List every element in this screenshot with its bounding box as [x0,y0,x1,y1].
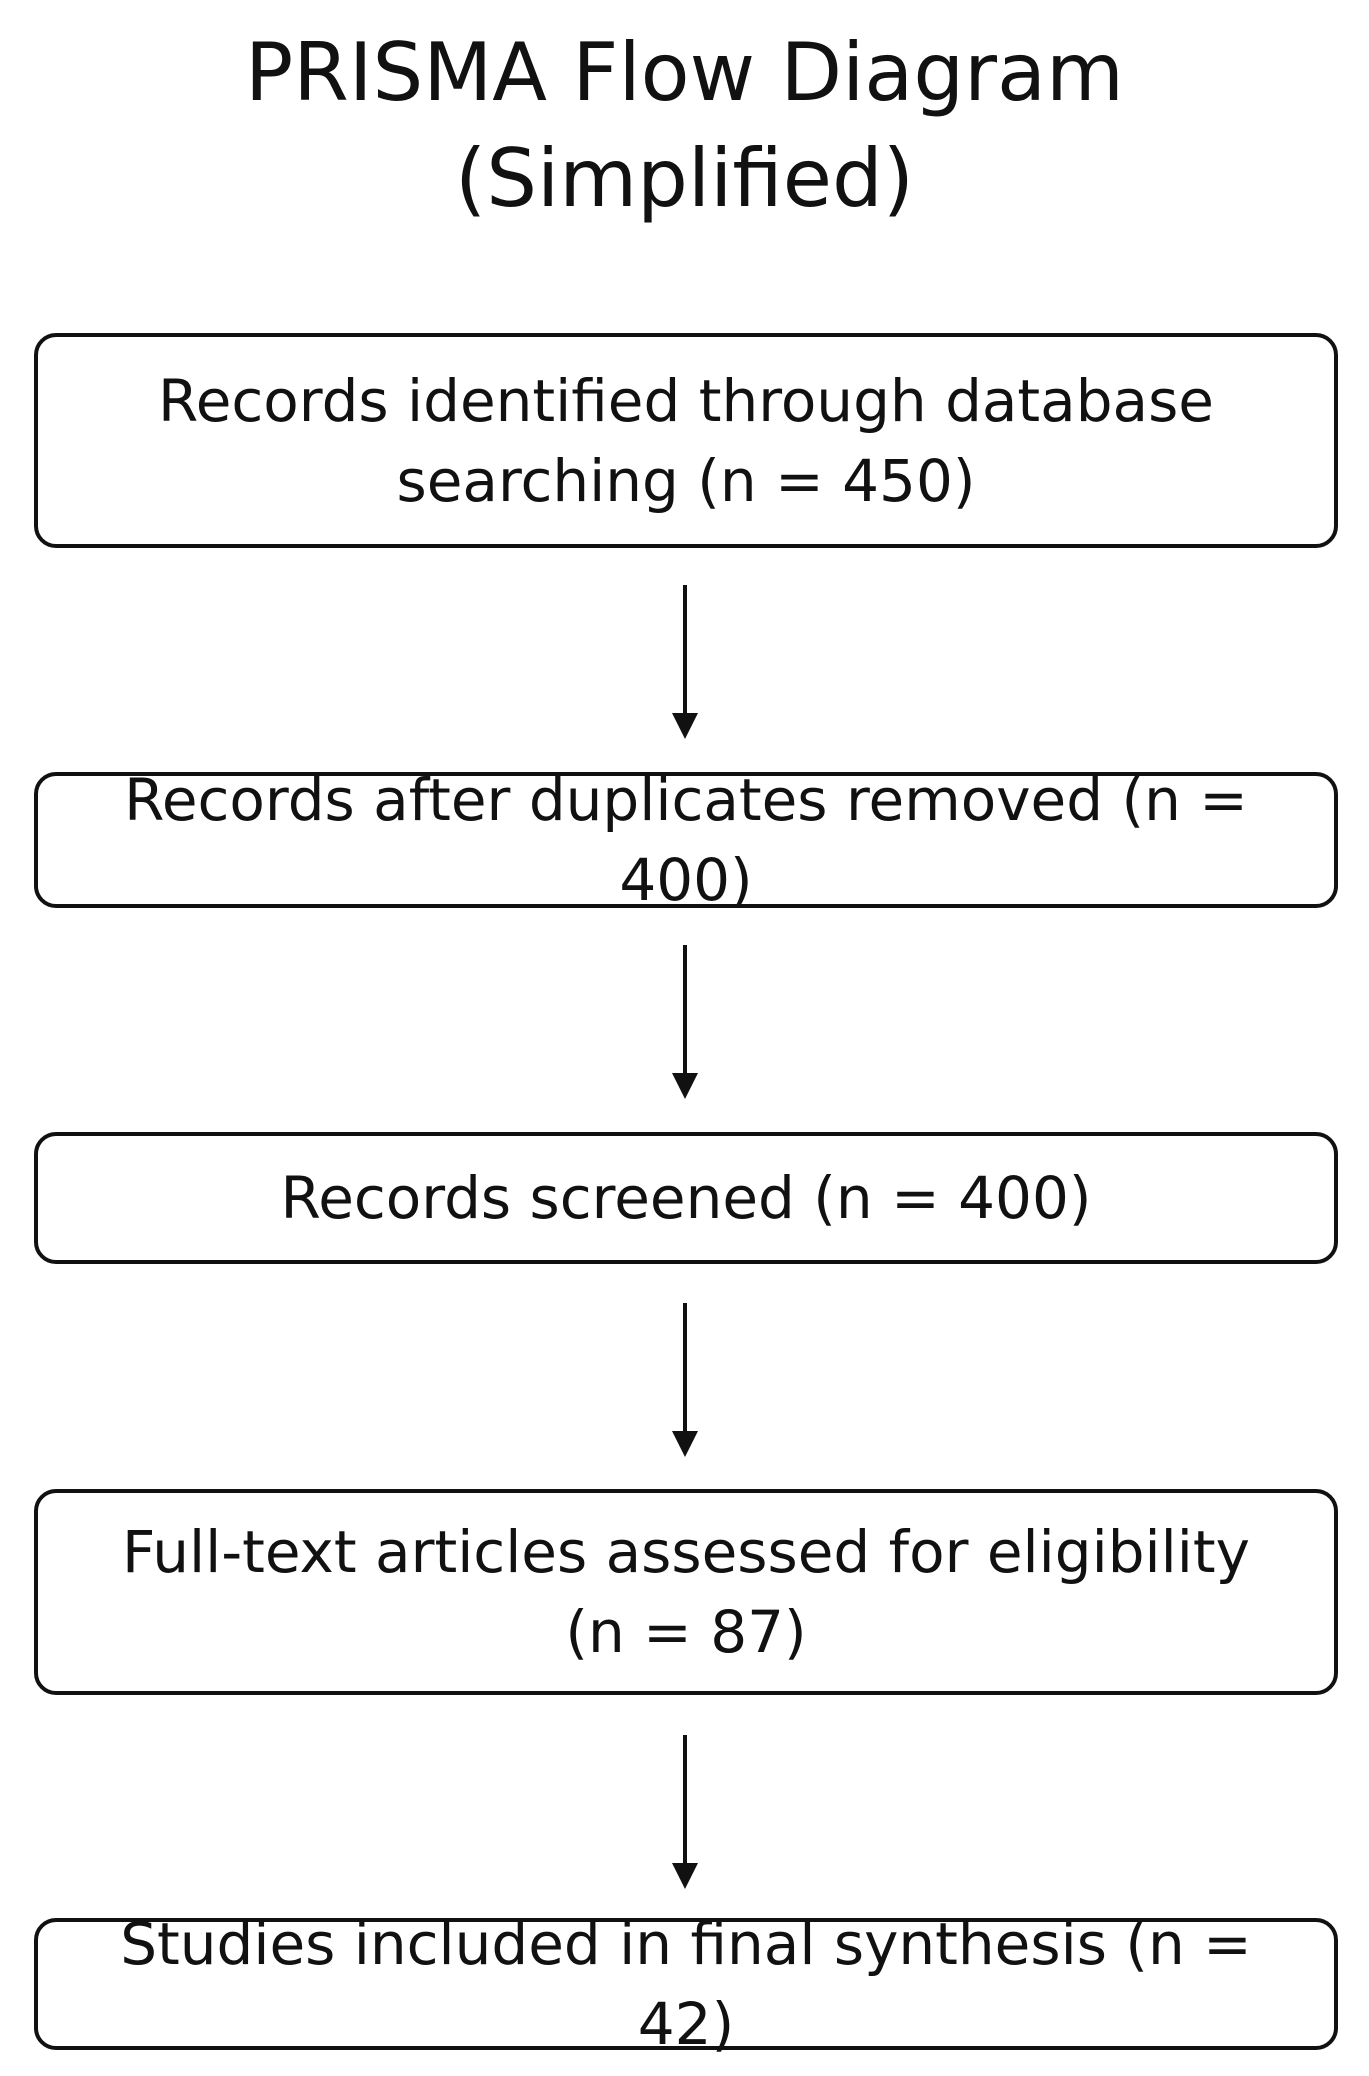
flow-arrow-down-icon [672,1735,698,1889]
arrow-shaft [683,1735,687,1867]
flow-box-text: Records identified through database sear… [158,361,1214,521]
flow-box-line: Full-text articles assessed for eligibil… [122,1518,1250,1586]
flow-box-text: Records screened (n = 400) [281,1158,1092,1238]
flow-box-text: Studies included in final synthesis (n =… [68,1904,1304,2064]
flow-box-included: Studies included in final synthesis (n =… [34,1910,1338,2058]
flow-box-line: (n = 87) [565,1598,807,1666]
flow-arrow-down-icon [672,945,698,1099]
flow-box-identification: Records identified through database sear… [34,333,1338,548]
flow-box-line: Records screened (n = 400) [280,1164,1092,1232]
diagram-title: PRISMA Flow Diagram (Simplified) [0,20,1369,232]
arrowhead-icon [672,1863,698,1889]
arrowhead-icon [672,1073,698,1099]
arrow-shaft [683,1303,687,1435]
flow-box-screened: Records screened (n = 400) [34,1132,1338,1264]
flow-arrow-down-icon [672,585,698,739]
flow-box-text: Full-text articles assessed for eligibil… [122,1512,1250,1672]
flow-box-line: Studies included in final synthesis (n =… [120,1910,1252,2058]
flow-box-text: Records after duplicates removed (n = 40… [68,760,1304,920]
flow-box-duplicates-removed: Records after duplicates removed (n = 40… [34,766,1338,914]
diagram-title-line-2: (Simplified) [455,132,914,225]
flow-arrow-down-icon [672,1303,698,1457]
flow-box-line: searching (n = 450) [396,446,976,515]
arrowhead-icon [672,713,698,739]
flow-box-line: Records after duplicates removed (n = 40… [124,766,1248,914]
arrowhead-icon [672,1431,698,1457]
flow-box-eligibility: Full-text articles assessed for eligibil… [34,1489,1338,1695]
arrow-shaft [683,585,687,717]
flow-box-line: Records identified through database [158,366,1214,435]
diagram-title-line-1: PRISMA Flow Diagram [245,26,1124,119]
arrow-shaft [683,945,687,1077]
